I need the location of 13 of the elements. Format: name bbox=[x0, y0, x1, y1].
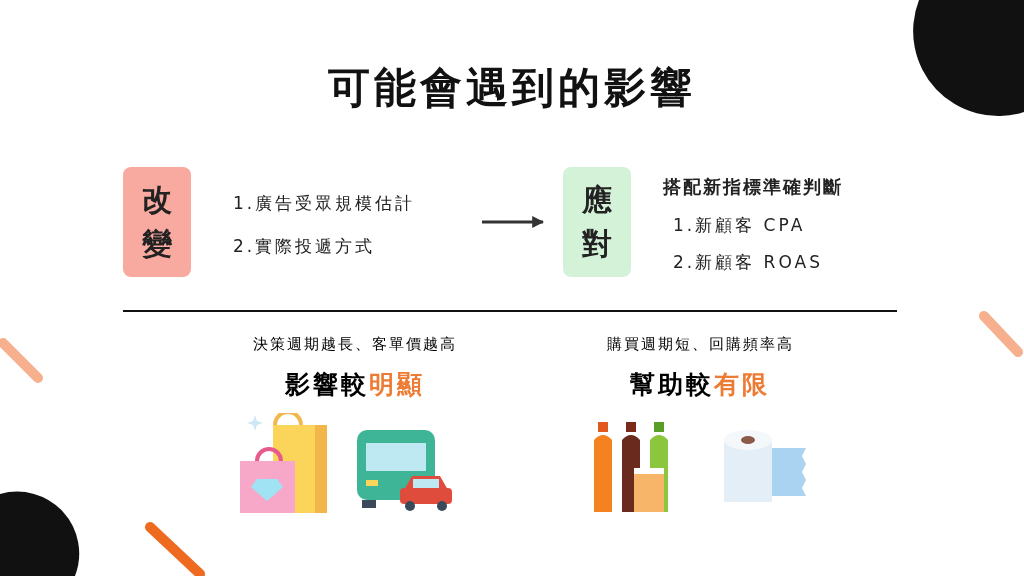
list-item: 2.新顧客 ROAS bbox=[673, 251, 823, 274]
heading-text: 搭配新指標準確判斷 bbox=[663, 175, 843, 199]
impact-heading: 影響較明顯 bbox=[284, 369, 426, 401]
arrow bbox=[482, 216, 545, 228]
list-item: 2.實際投遞方式 bbox=[233, 235, 376, 258]
response-box: 應對 bbox=[563, 167, 631, 277]
impact-heading: 幫助較有限 bbox=[629, 369, 771, 401]
list-item: 1.新顧客 CPA bbox=[673, 214, 806, 237]
list-item: 1.廣告受眾規模估計 bbox=[233, 192, 416, 215]
title: 可能會遇到的影響 bbox=[327, 62, 697, 114]
condition-text: 決策週期越長、客單價越高 bbox=[252, 335, 458, 354]
change-box: 改變 bbox=[123, 167, 191, 277]
condition-text: 購買週期短、回購頻率高 bbox=[605, 335, 795, 354]
